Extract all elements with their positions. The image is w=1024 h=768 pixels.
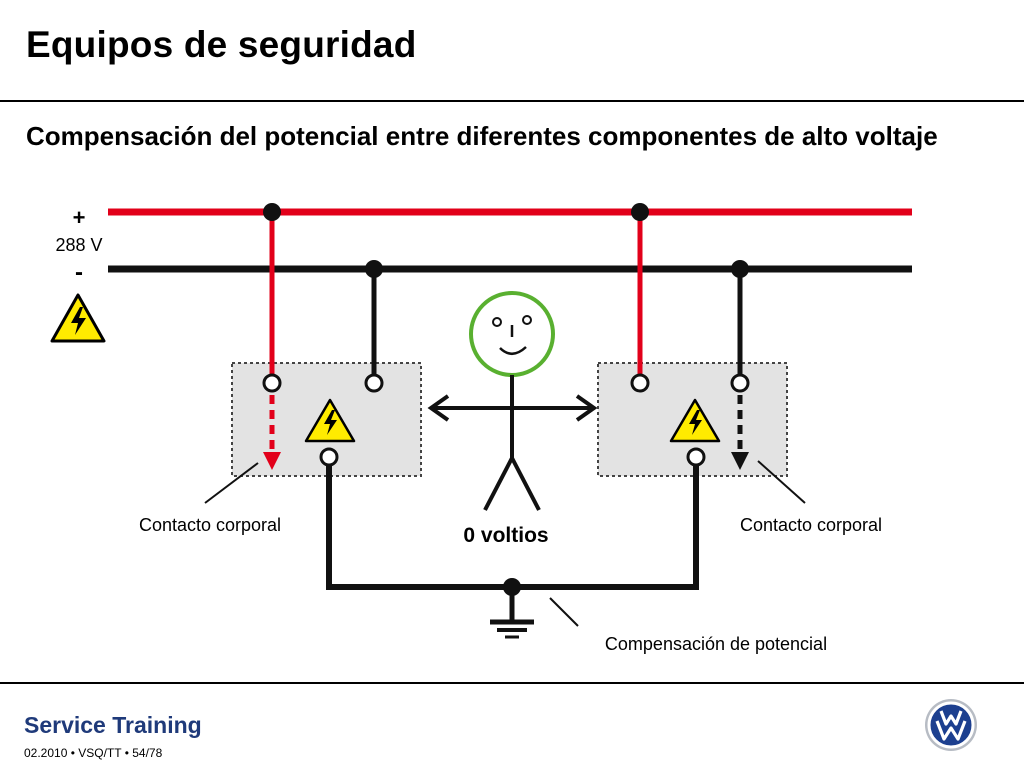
- person-eye: [492, 317, 502, 327]
- voltage-label: 288 V: [55, 235, 102, 255]
- terminal: [262, 373, 282, 393]
- person-eye: [522, 315, 532, 325]
- high-voltage-warning-icon: [50, 293, 106, 343]
- terminal: [686, 447, 706, 467]
- footer-divider: [0, 682, 1024, 684]
- left-body-contact-arrowhead: [263, 452, 281, 470]
- vw-logo-icon: [925, 699, 977, 751]
- positive-sign: +: [73, 205, 86, 230]
- title-divider: [0, 100, 1024, 102]
- label-contact-right: Contacto corporal: [740, 515, 882, 535]
- junction-dot: [263, 203, 281, 221]
- person-left-hand: [427, 394, 450, 422]
- callout-leader-equipotential: [549, 597, 579, 627]
- terminal: [730, 373, 750, 393]
- label-person-voltage: 0 voltios: [463, 524, 548, 547]
- person-figure: [427, 291, 598, 511]
- person-right-hand: [575, 394, 598, 422]
- slide-subtitle: Compensación del potencial entre diferen…: [26, 121, 938, 151]
- label-contact-left: Contacto corporal: [139, 515, 281, 535]
- footer-reference: 02.2010 • VSQ/TT • 54/78: [24, 746, 163, 760]
- label-equipotential: Compensación de potencial: [605, 634, 827, 654]
- terminal: [364, 373, 384, 393]
- terminal: [319, 447, 339, 467]
- negative-sign: -: [75, 259, 83, 286]
- callout-leader-right: [757, 460, 806, 504]
- page-title: Equipos de seguridad: [26, 24, 417, 65]
- junction-dot: [731, 260, 749, 278]
- ground-icon: [490, 587, 534, 639]
- footer-brand: Service Training: [24, 712, 202, 738]
- junction-dot: [365, 260, 383, 278]
- terminal: [630, 373, 650, 393]
- callout-leader-left: [204, 462, 259, 504]
- junction-dot: [631, 203, 649, 221]
- right-body-contact-arrowhead: [731, 452, 749, 470]
